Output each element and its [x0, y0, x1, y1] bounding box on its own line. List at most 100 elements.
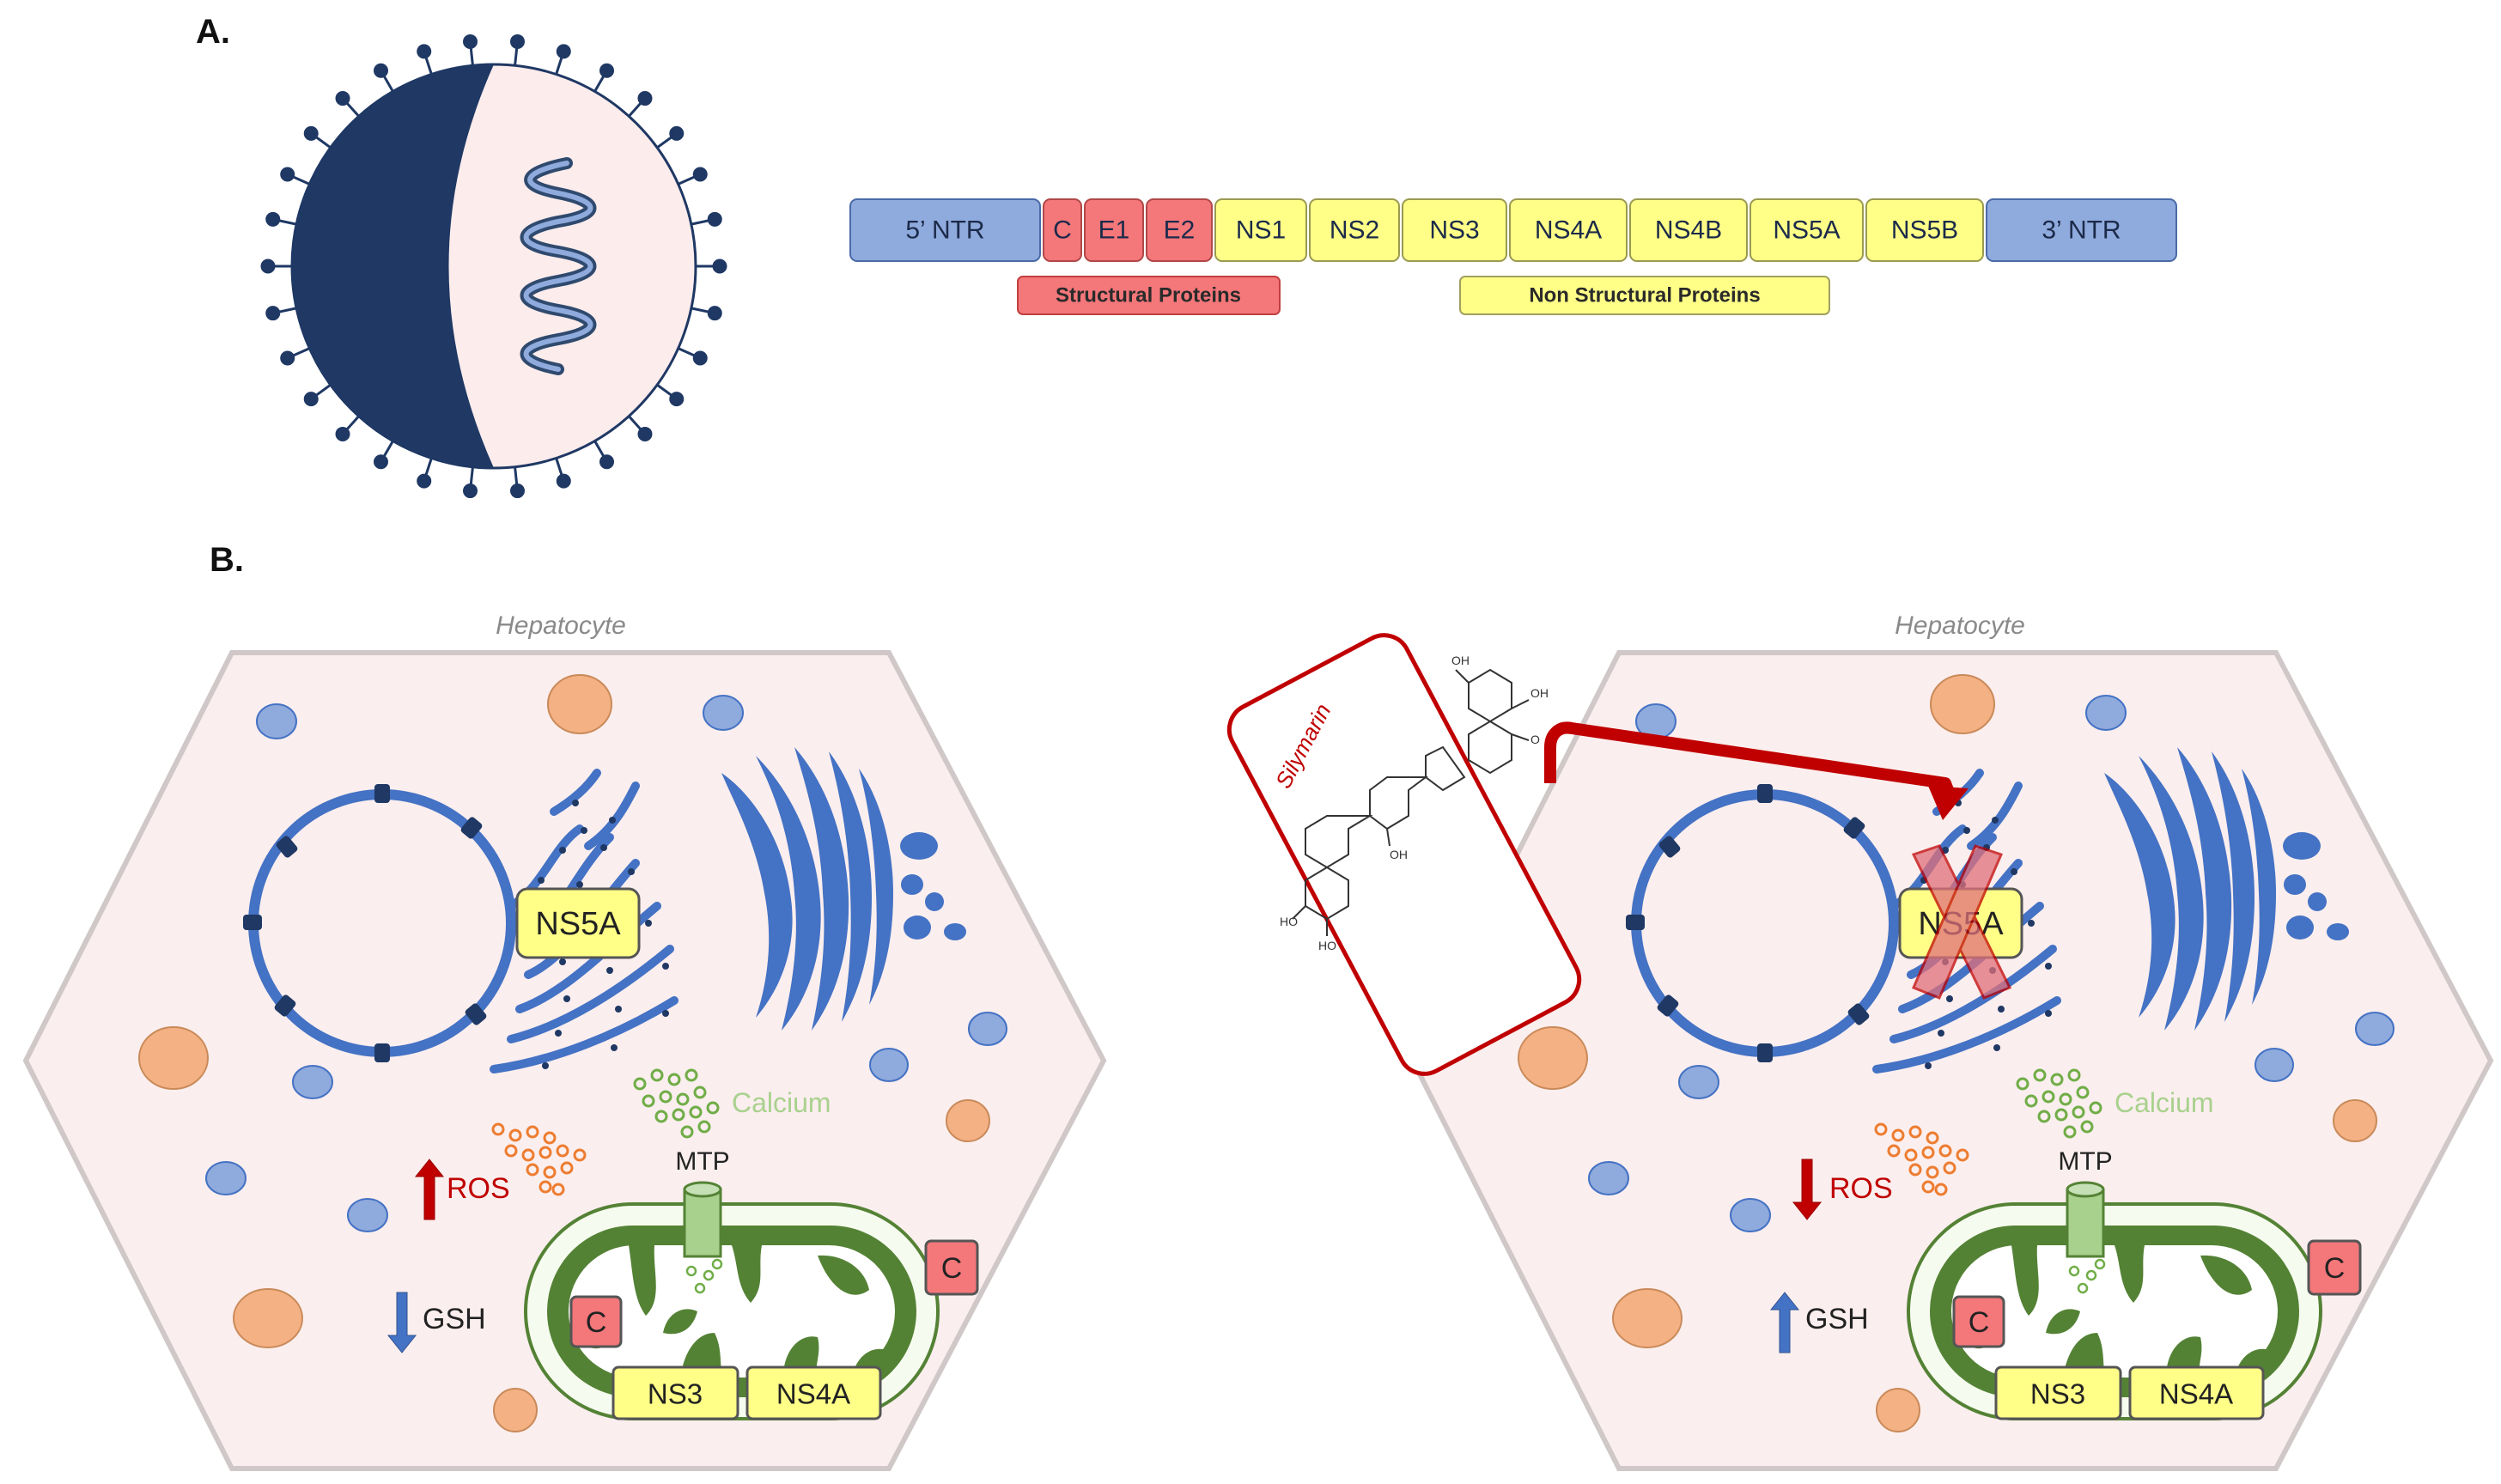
genome-segment: [1509, 198, 1628, 262]
gsh-label: GSH: [423, 1303, 486, 1335]
hepatocyte-right-title: Hepatocyte: [1895, 611, 2025, 640]
panel-a-label: A.: [196, 13, 230, 51]
genome-segment-label: 5’ NTR: [905, 216, 984, 245]
ns4a-box: [745, 1365, 882, 1420]
ns3-box: [612, 1365, 739, 1420]
virus-spike-head: [556, 44, 571, 59]
ros-dots-right: [1874, 1122, 1969, 1196]
atom-label: O: [1530, 733, 1540, 746]
ns3-label-right: NS3: [2030, 1378, 2085, 1410]
mtp-channel: [683, 1181, 723, 1294]
genome-segment: [1043, 198, 1082, 262]
genome-segment: [1402, 198, 1507, 262]
genome-segment: [849, 198, 1041, 262]
virus-spike-head: [712, 258, 727, 274]
mtp-label-right: MTP: [2058, 1147, 2112, 1176]
virus-spike-head: [335, 91, 350, 106]
virus-spike-head: [669, 392, 685, 407]
genome-segment-label: 3’ NTR: [2042, 216, 2121, 245]
atom-label: OH: [1451, 654, 1470, 667]
ros-up-arrow-icon: [414, 1159, 445, 1220]
virus-spike-head: [463, 33, 478, 49]
virus-spike-head: [303, 392, 319, 407]
virus-spike-head: [692, 167, 708, 182]
virus-spike-head: [335, 426, 350, 441]
silymarin-structure-box: [1226, 633, 1582, 1076]
ros-dots: [491, 1122, 587, 1196]
genome-segment-label: NS5A: [1773, 216, 1840, 245]
virus-spike-head: [509, 484, 525, 499]
structural-proteins-bar: [1017, 276, 1281, 315]
atom-label: HO: [1280, 915, 1298, 928]
mtp-label: MTP: [675, 1147, 729, 1176]
ns3-box-right: [1994, 1365, 2122, 1420]
genome-segment: [1749, 198, 1864, 262]
genome-segment: [1214, 198, 1307, 262]
virus-spike-head: [669, 125, 685, 141]
genome-segment-label: NS2: [1330, 216, 1379, 245]
ros-down-arrow-icon: [1792, 1159, 1823, 1220]
structural-proteins-label: Structural Proteins: [1056, 284, 1241, 307]
nonstructural-proteins-bar: [1459, 276, 1830, 315]
virus-spike-head: [599, 63, 614, 78]
genome-segment-label: NS3: [1429, 216, 1479, 245]
core-protein-label-right-1: C: [2324, 1252, 2346, 1285]
genome-segment-label: NS1: [1236, 216, 1286, 245]
vesicles-right: [1588, 695, 2395, 1232]
virus-spike-head: [417, 44, 432, 59]
virus-spike-head: [692, 350, 708, 366]
core-protein-box-right-2: [1952, 1295, 2005, 1348]
virus-spike-head: [260, 258, 276, 274]
calcium-dots-right: [2016, 1068, 2102, 1139]
genome-segment-label: NS4A: [1535, 216, 1602, 245]
ns4a-label: NS4A: [776, 1378, 850, 1410]
hepatocyte-right: Hepatocyte NS5A: [1409, 611, 2494, 1471]
silymarin-arrow: [1544, 721, 1956, 797]
vesicles: [205, 695, 1007, 1232]
virus-spike-head: [265, 211, 281, 227]
virus-spike-head: [303, 125, 319, 141]
genome-segment: [1309, 198, 1400, 262]
lipid-droplets: [138, 674, 990, 1432]
virus-spike-head: [374, 454, 388, 470]
virus-spike-head: [637, 91, 653, 106]
nonstructural-proteins-label: Non Structural Proteins: [1529, 284, 1760, 307]
ns4a-label-right: NS4A: [2159, 1378, 2233, 1410]
ns5a-label: NS5A: [535, 906, 621, 942]
genome-segment-label: NS4B: [1655, 216, 1722, 245]
virus-spike-head: [707, 306, 722, 321]
virus-spike-head: [509, 33, 525, 49]
core-protein-label-2: C: [586, 1306, 607, 1339]
lipid-droplets-right: [1518, 674, 2377, 1432]
ns5a-box: [515, 887, 641, 959]
virus-spike-head: [556, 473, 571, 489]
genome-segment: [1865, 198, 1984, 262]
genome-segment: [1146, 198, 1213, 262]
calcium-label-right: Calcium: [2115, 1087, 2214, 1118]
genome-segment: [1629, 198, 1748, 262]
ns4a-box-right: [2128, 1365, 2265, 1420]
gsh-up-arrow-icon: [1769, 1292, 1800, 1353]
virus-spike-head: [599, 454, 614, 470]
virus-spike-head: [374, 63, 388, 78]
genome-segment: [1986, 198, 2177, 262]
gsh-label-right: GSH: [1805, 1303, 1869, 1335]
virus-spike-head: [280, 350, 295, 366]
silymarin-structure-icon: [1292, 668, 1530, 936]
ns3-label: NS3: [648, 1378, 703, 1410]
virus-spike-head: [463, 484, 478, 499]
core-protein-box-right-1: [2307, 1239, 2362, 1296]
atom-label: OH: [1390, 848, 1408, 861]
core-protein-box-1: [924, 1239, 979, 1296]
virus-spike-head: [265, 306, 281, 321]
virus-spike-head: [280, 167, 295, 182]
silymarin-arrowhead-icon: [1928, 786, 1969, 820]
core-protein-label-right-2: C: [1969, 1306, 1990, 1339]
genome-segment-label: E2: [1164, 216, 1196, 245]
genome-segment-label: NS5B: [1891, 216, 1958, 245]
core-protein-label-1: C: [941, 1252, 963, 1285]
